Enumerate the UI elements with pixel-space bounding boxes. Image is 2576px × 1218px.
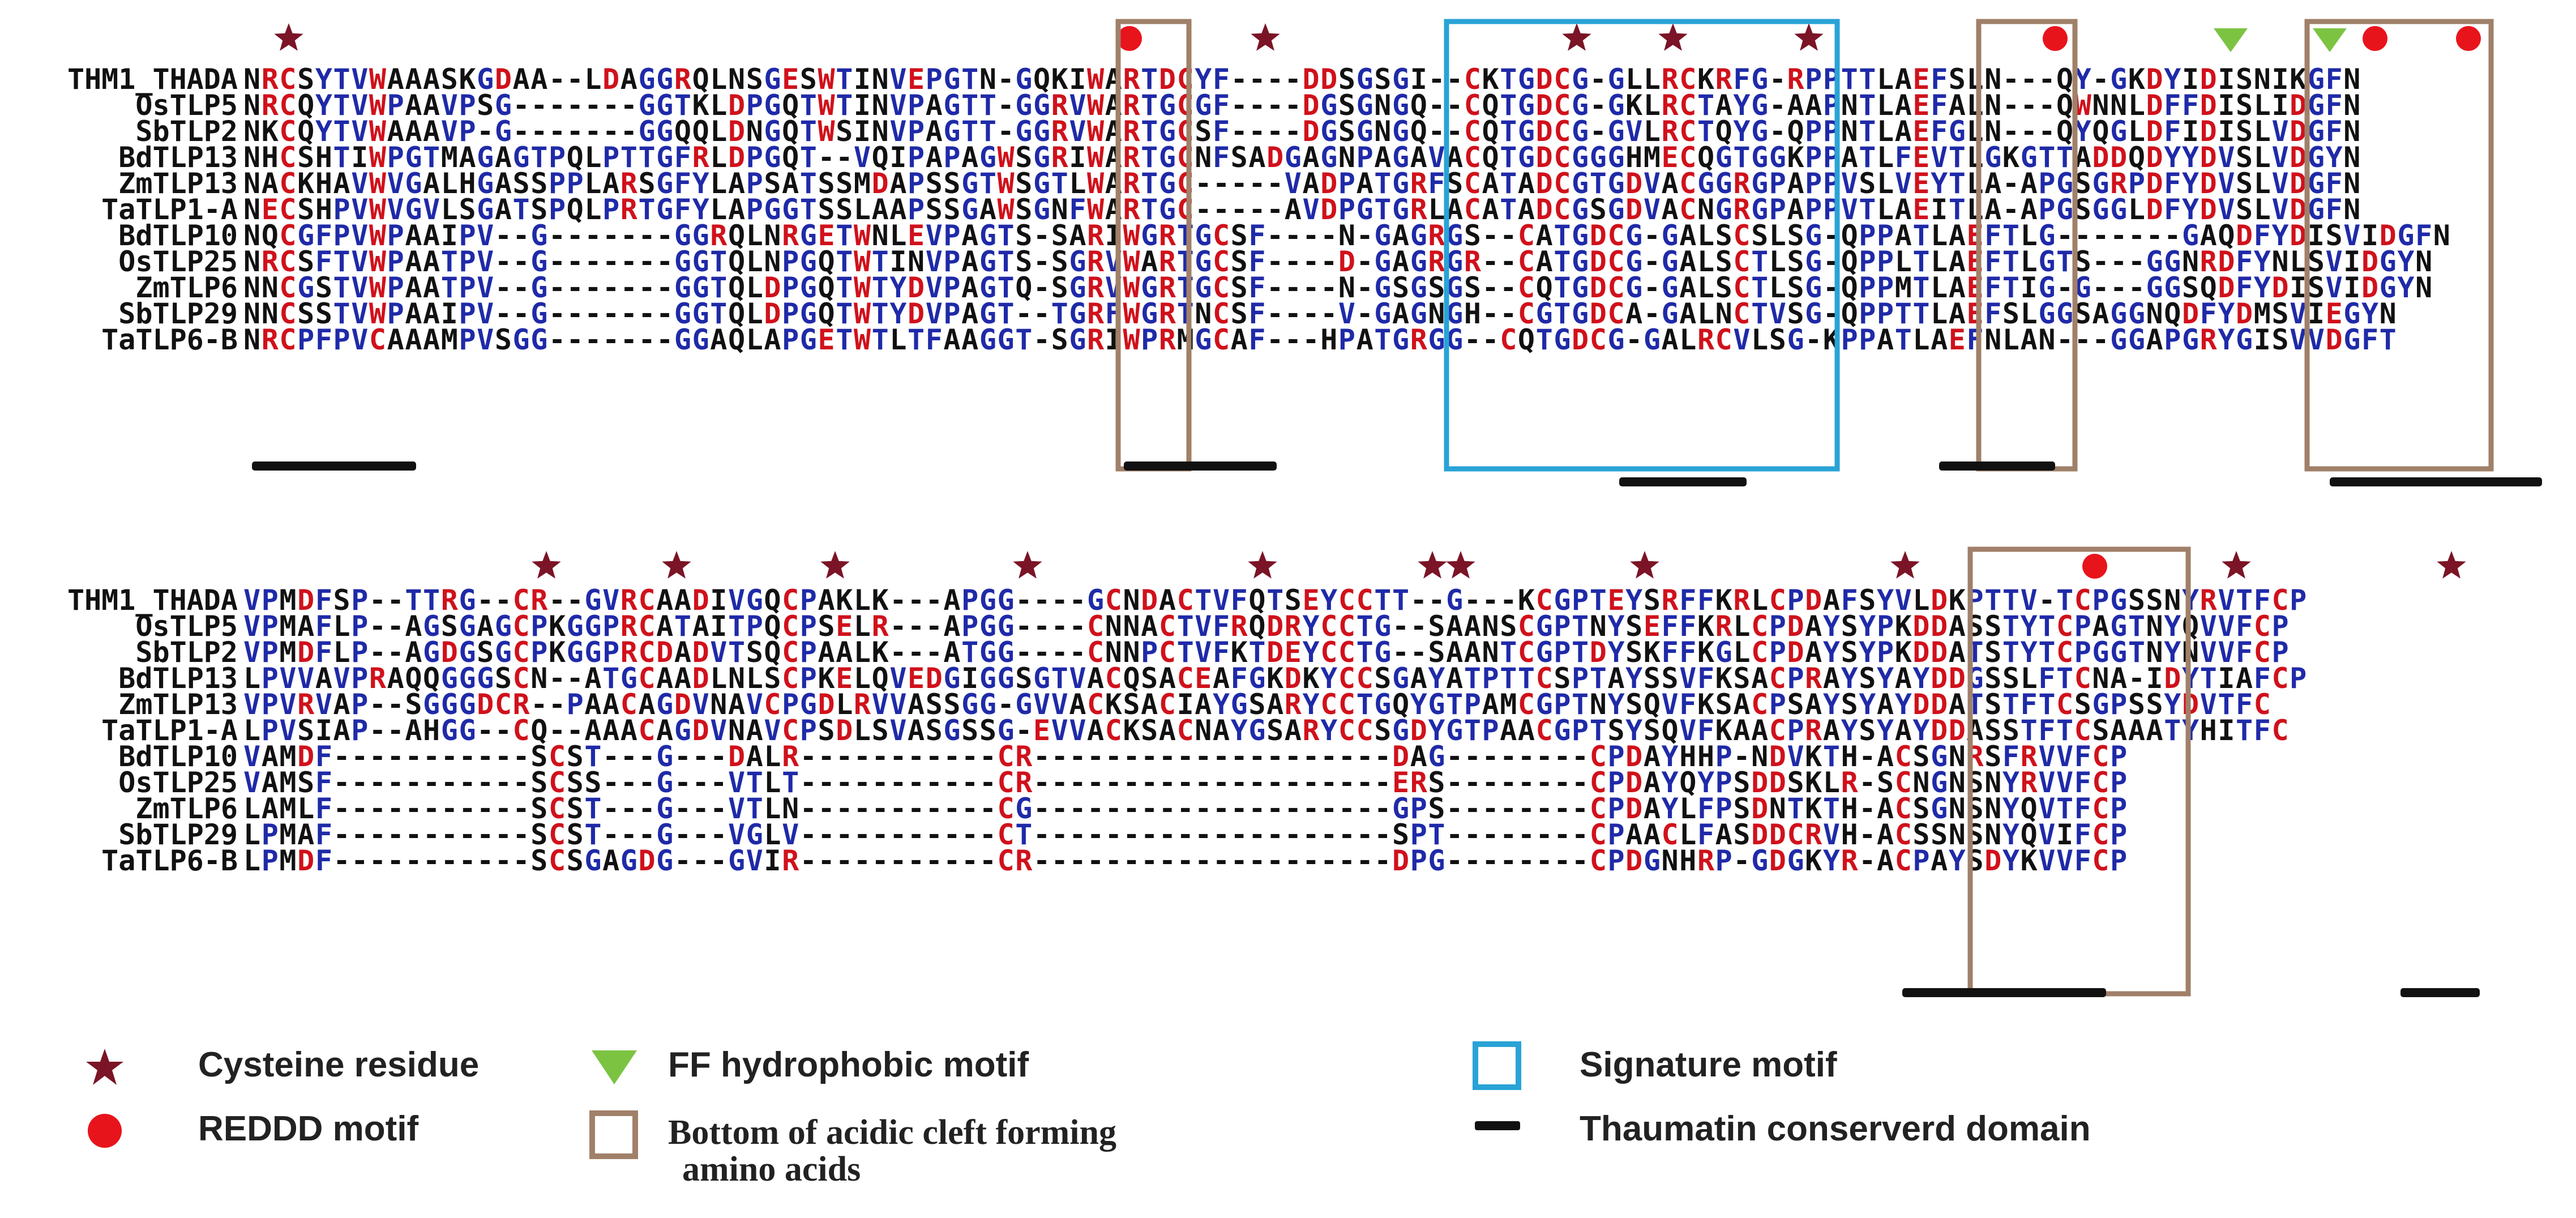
sequence-name: SbTLP2 (135, 636, 238, 669)
cysteine-star-icon (1251, 23, 1280, 51)
legend-line-icon (1475, 1121, 1520, 1130)
sequence-name: THM1_THADA (67, 584, 238, 617)
sequence-name: BdTLP10 (118, 219, 238, 252)
legend-thaumatin-label: Thaumatin conserverd domain (1580, 1109, 2091, 1148)
legend-ff-label: FF hydrophobic motif (668, 1045, 1029, 1084)
sequence-name: BdTLP10 (118, 740, 238, 773)
sequence-name: ZmTLP6 (135, 271, 238, 304)
cysteine-star-icon (1890, 551, 1920, 579)
legend-star-icon (86, 1049, 123, 1085)
sequence-name: BdTLP13 (118, 662, 238, 695)
sequence-residues: NRCPFPVCAAAMPVSGG-------GGAQLAPGETWTLTFA… (243, 323, 2398, 356)
sequence-name: ZmTLP6 (135, 792, 238, 825)
legend-acidic-label-1: Bottom of acidic cleft forming (668, 1113, 1116, 1152)
cysteine-star-icon (820, 551, 850, 579)
reddd-dot-icon (2082, 554, 2107, 579)
sequence-residues: NHCSHTIWPGTMAGAGTPQLPTTGFRLDPGQT--VQIPAP… (243, 141, 2361, 174)
sequence-residues: VAMSF-----------SCSS---G---VTLT---------… (243, 766, 2128, 799)
sequence-name: SbTLP2 (135, 115, 238, 148)
sequence-residues: NRCSYTVWAAASKGDAA--LDAGGRQLNSGESWTINVEPG… (243, 63, 2361, 96)
legend-acidic-box-icon (589, 1110, 638, 1159)
sequence-name: ZmTLP13 (118, 688, 238, 721)
reddd-dot-icon (2456, 26, 2481, 51)
cysteine-star-icon (2222, 551, 2251, 579)
reddd-dot-icon (1117, 26, 1142, 51)
sequence-residues: NACKHAVWVGALHGASSPPLARSGFYLAPSATSSMDAPSS… (243, 167, 2361, 200)
sequence-name: TaTLP1-A (101, 714, 238, 747)
legend-acidic-label-2: amino acids (682, 1150, 861, 1189)
sequence-residues: NNCSSTVWPAAIPV--G-------GGTQLDPGQTWTYDVP… (243, 297, 2398, 330)
acidic-cleft-box (1976, 19, 2078, 472)
cysteine-star-icon (662, 551, 691, 579)
legend-triangle-icon (592, 1050, 637, 1084)
reddd-dot-icon (2043, 26, 2068, 51)
cysteine-star-icon (1658, 23, 1688, 51)
acidic-cleft-box (1115, 19, 1192, 472)
thaumatin-domain-bar (1939, 461, 2055, 471)
cysteine-star-icon (1562, 23, 1591, 51)
legend-cysteine-label: Cysteine residue (198, 1045, 480, 1084)
sequence-name: OsTLP5 (135, 89, 238, 122)
cysteine-star-icon (1013, 551, 1042, 579)
sequence-name: ZmTLP13 (118, 167, 238, 200)
cysteine-star-icon (1418, 551, 1447, 579)
acidic-cleft-box (2304, 19, 2494, 472)
sequence-name: OsTLP25 (118, 245, 238, 278)
sequence-name: OsTLP25 (118, 766, 238, 799)
ff-triangle-icon (2313, 28, 2347, 52)
sequence-name: TaTLP1-A (101, 193, 238, 226)
sequence-residues: NRCSFTVWPAATPV--G-------GGTQLNPGQTWTINVP… (243, 245, 2433, 278)
thaumatin-domain-bar (252, 461, 416, 471)
sequence-name: SbTLP29 (118, 818, 238, 851)
legend-signature-label: Signature motif (1580, 1045, 1837, 1084)
sequence-residues: VPMAFLP--AGSGAGCPKGGPRCATAITPQCPSELR---A… (243, 610, 2290, 643)
sequence-residues: NNCGSTVWPAATPV--G-------GGTQLDPGQTWTYDVP… (243, 271, 2433, 304)
sequence-name: TaTLP6-B (101, 323, 238, 356)
sequence-residues: LPMAF-----------SCST---G---VGLV---------… (243, 818, 2128, 851)
cysteine-star-icon (1248, 551, 1277, 579)
sequence-residues: LAMLF-----------SCST---G---VTLN---------… (243, 792, 2128, 825)
reddd-dot-icon (2363, 26, 2387, 51)
thaumatin-domain-bar (1619, 477, 1747, 486)
thaumatin-domain-bar (1902, 988, 2106, 997)
thaumatin-domain-bar (2330, 477, 2542, 486)
sequence-residues: VAMDF-----------SCST---G---DALR---------… (243, 740, 2128, 773)
legend-reddd-label: REDDD motif (198, 1109, 419, 1148)
sequence-residues: LPVSIAP--AHGG--CQ--AAACAGDVNAVCPSDLSVASG… (243, 714, 2290, 747)
sequence-residues: NKCQYTVWAAAVP-G-------GGQQLDNGQTWSINVPAG… (243, 115, 2361, 148)
cysteine-star-icon (532, 551, 561, 579)
sequence-name: THM1_THADA (67, 63, 238, 96)
thaumatin-domain-bar (1124, 461, 1277, 471)
sequence-residues: VPMDFSP--TTRG--CR--GVRCAADIVGQCPAKLK---A… (243, 584, 2308, 617)
legend-signature-box-icon (1473, 1041, 1521, 1090)
cysteine-star-icon (1446, 551, 1475, 579)
sequence-name: OsTLP5 (135, 610, 238, 643)
sequence-residues: VPVRVAP--SGGGDCR--PAACAGDVNAVCPGDLRVVASS… (243, 688, 2272, 721)
sequence-name: SbTLP29 (118, 297, 238, 330)
thaumatin-domain-bar (2400, 988, 2480, 997)
legend-dot-icon (88, 1114, 122, 1148)
cysteine-star-icon (1630, 551, 1659, 579)
cysteine-star-icon (274, 23, 303, 51)
sequence-residues: LPMDF-----------SCSGAGDG---GVIR---------… (243, 844, 2128, 877)
sequence-residues: VPMDFLP--AGDGSGCPKGGPRCDADVTSQCPAALK---A… (243, 636, 2290, 669)
sequence-name: BdTLP13 (118, 141, 238, 174)
sequence-name: TaTLP6-B (101, 844, 238, 877)
sequence-residues: LPVVAVPRAQQGGGSCN--ATGCAADLNLSCPKELQVEDG… (243, 662, 2308, 695)
ff-triangle-icon (2214, 28, 2248, 52)
sequence-residues: NQCGFPVWPAAIPV--G-------GGRQLNRGETWNLEVP… (243, 219, 2451, 252)
cysteine-star-icon (2437, 551, 2466, 579)
acidic-cleft-box (1967, 546, 2191, 997)
sequence-residues: NRCQYTVWPAAVPSG-------GGTKLDPGQTWTINVPAG… (243, 89, 2361, 122)
cysteine-star-icon (1794, 23, 1824, 51)
signature-motif-box (1444, 19, 1840, 472)
